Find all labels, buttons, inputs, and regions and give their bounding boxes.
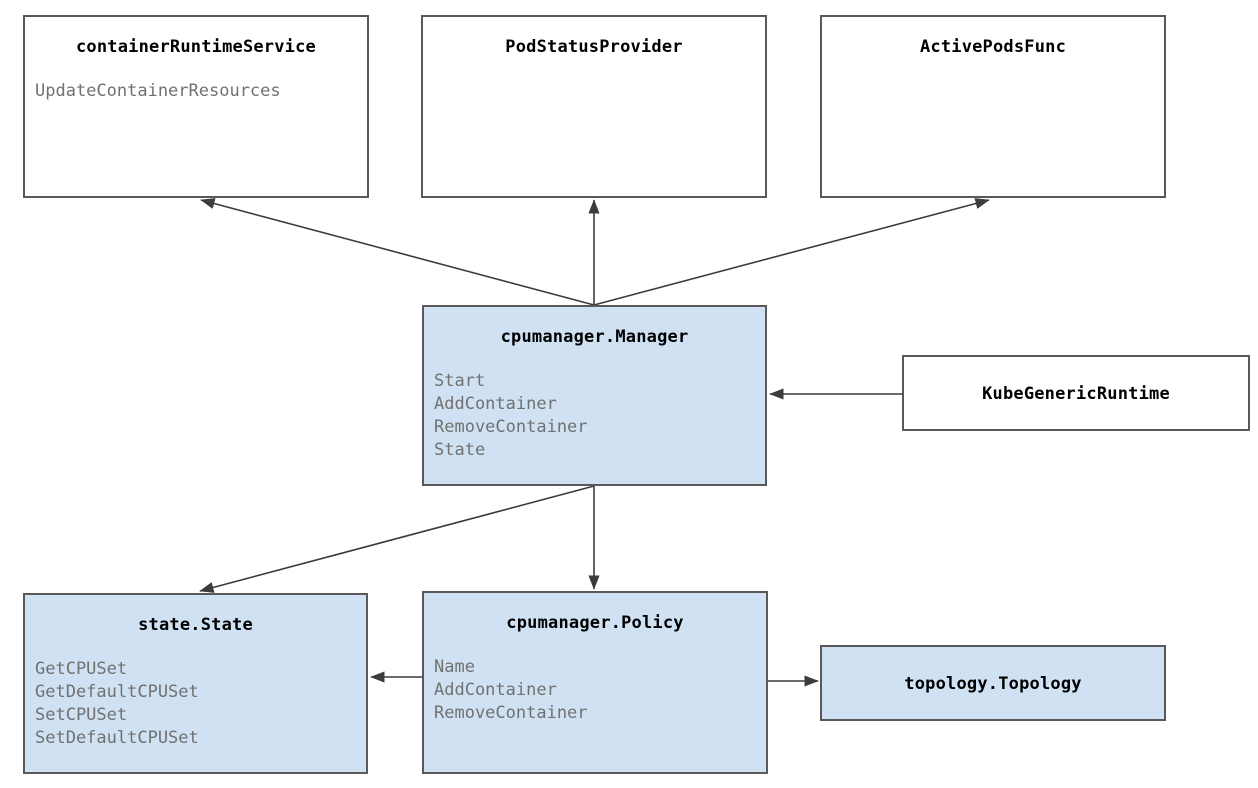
node-title-kube-generic-runtime: KubeGenericRuntime (982, 384, 1170, 404)
node-title-active-pods-func: ActivePodsFunc (919, 37, 1067, 57)
node-pod-status-provider[interactable]: PodStatusProvider (421, 15, 767, 198)
node-topology-topology[interactable]: topology.Topology (820, 645, 1166, 721)
method-item: GetCPUSet (35, 659, 128, 679)
method-item: Start (434, 371, 486, 391)
node-active-pods-func[interactable]: ActivePodsFunc (820, 15, 1166, 198)
node-title-state-state: state.State (138, 615, 253, 635)
method-item: RemoveContainer (434, 703, 588, 723)
method-item: RemoveContainer (434, 417, 588, 437)
method-item: AddContainer (434, 680, 557, 700)
node-title-cpumanager-policy: cpumanager.Policy (506, 613, 684, 633)
edge-manager-to-state-state (199, 485, 595, 593)
node-title-pod-status-provider: PodStatusProvider (505, 37, 683, 57)
method-item: GetDefaultCPUSet (35, 682, 199, 702)
node-title-container-runtime-service: containerRuntimeService (75, 37, 316, 57)
edge-manager-to-container-runtime-service (200, 198, 595, 306)
node-methods-container-runtime-service: UpdateContainerResources (35, 80, 361, 103)
method-item: UpdateContainerResources (35, 81, 281, 101)
method-item: SetCPUSet (35, 705, 128, 725)
method-item: Name (434, 657, 475, 677)
method-item: State (434, 440, 486, 460)
node-kube-generic-runtime[interactable]: KubeGenericRuntime (902, 355, 1250, 431)
node-title-cpumanager-manager: cpumanager.Manager (500, 327, 689, 347)
method-item: AddContainer (434, 394, 557, 414)
edge-manager-to-active-pods-func (593, 198, 990, 306)
node-title-topology-topology: topology.Topology (904, 674, 1082, 694)
method-item: SetDefaultCPUSet (35, 728, 199, 748)
